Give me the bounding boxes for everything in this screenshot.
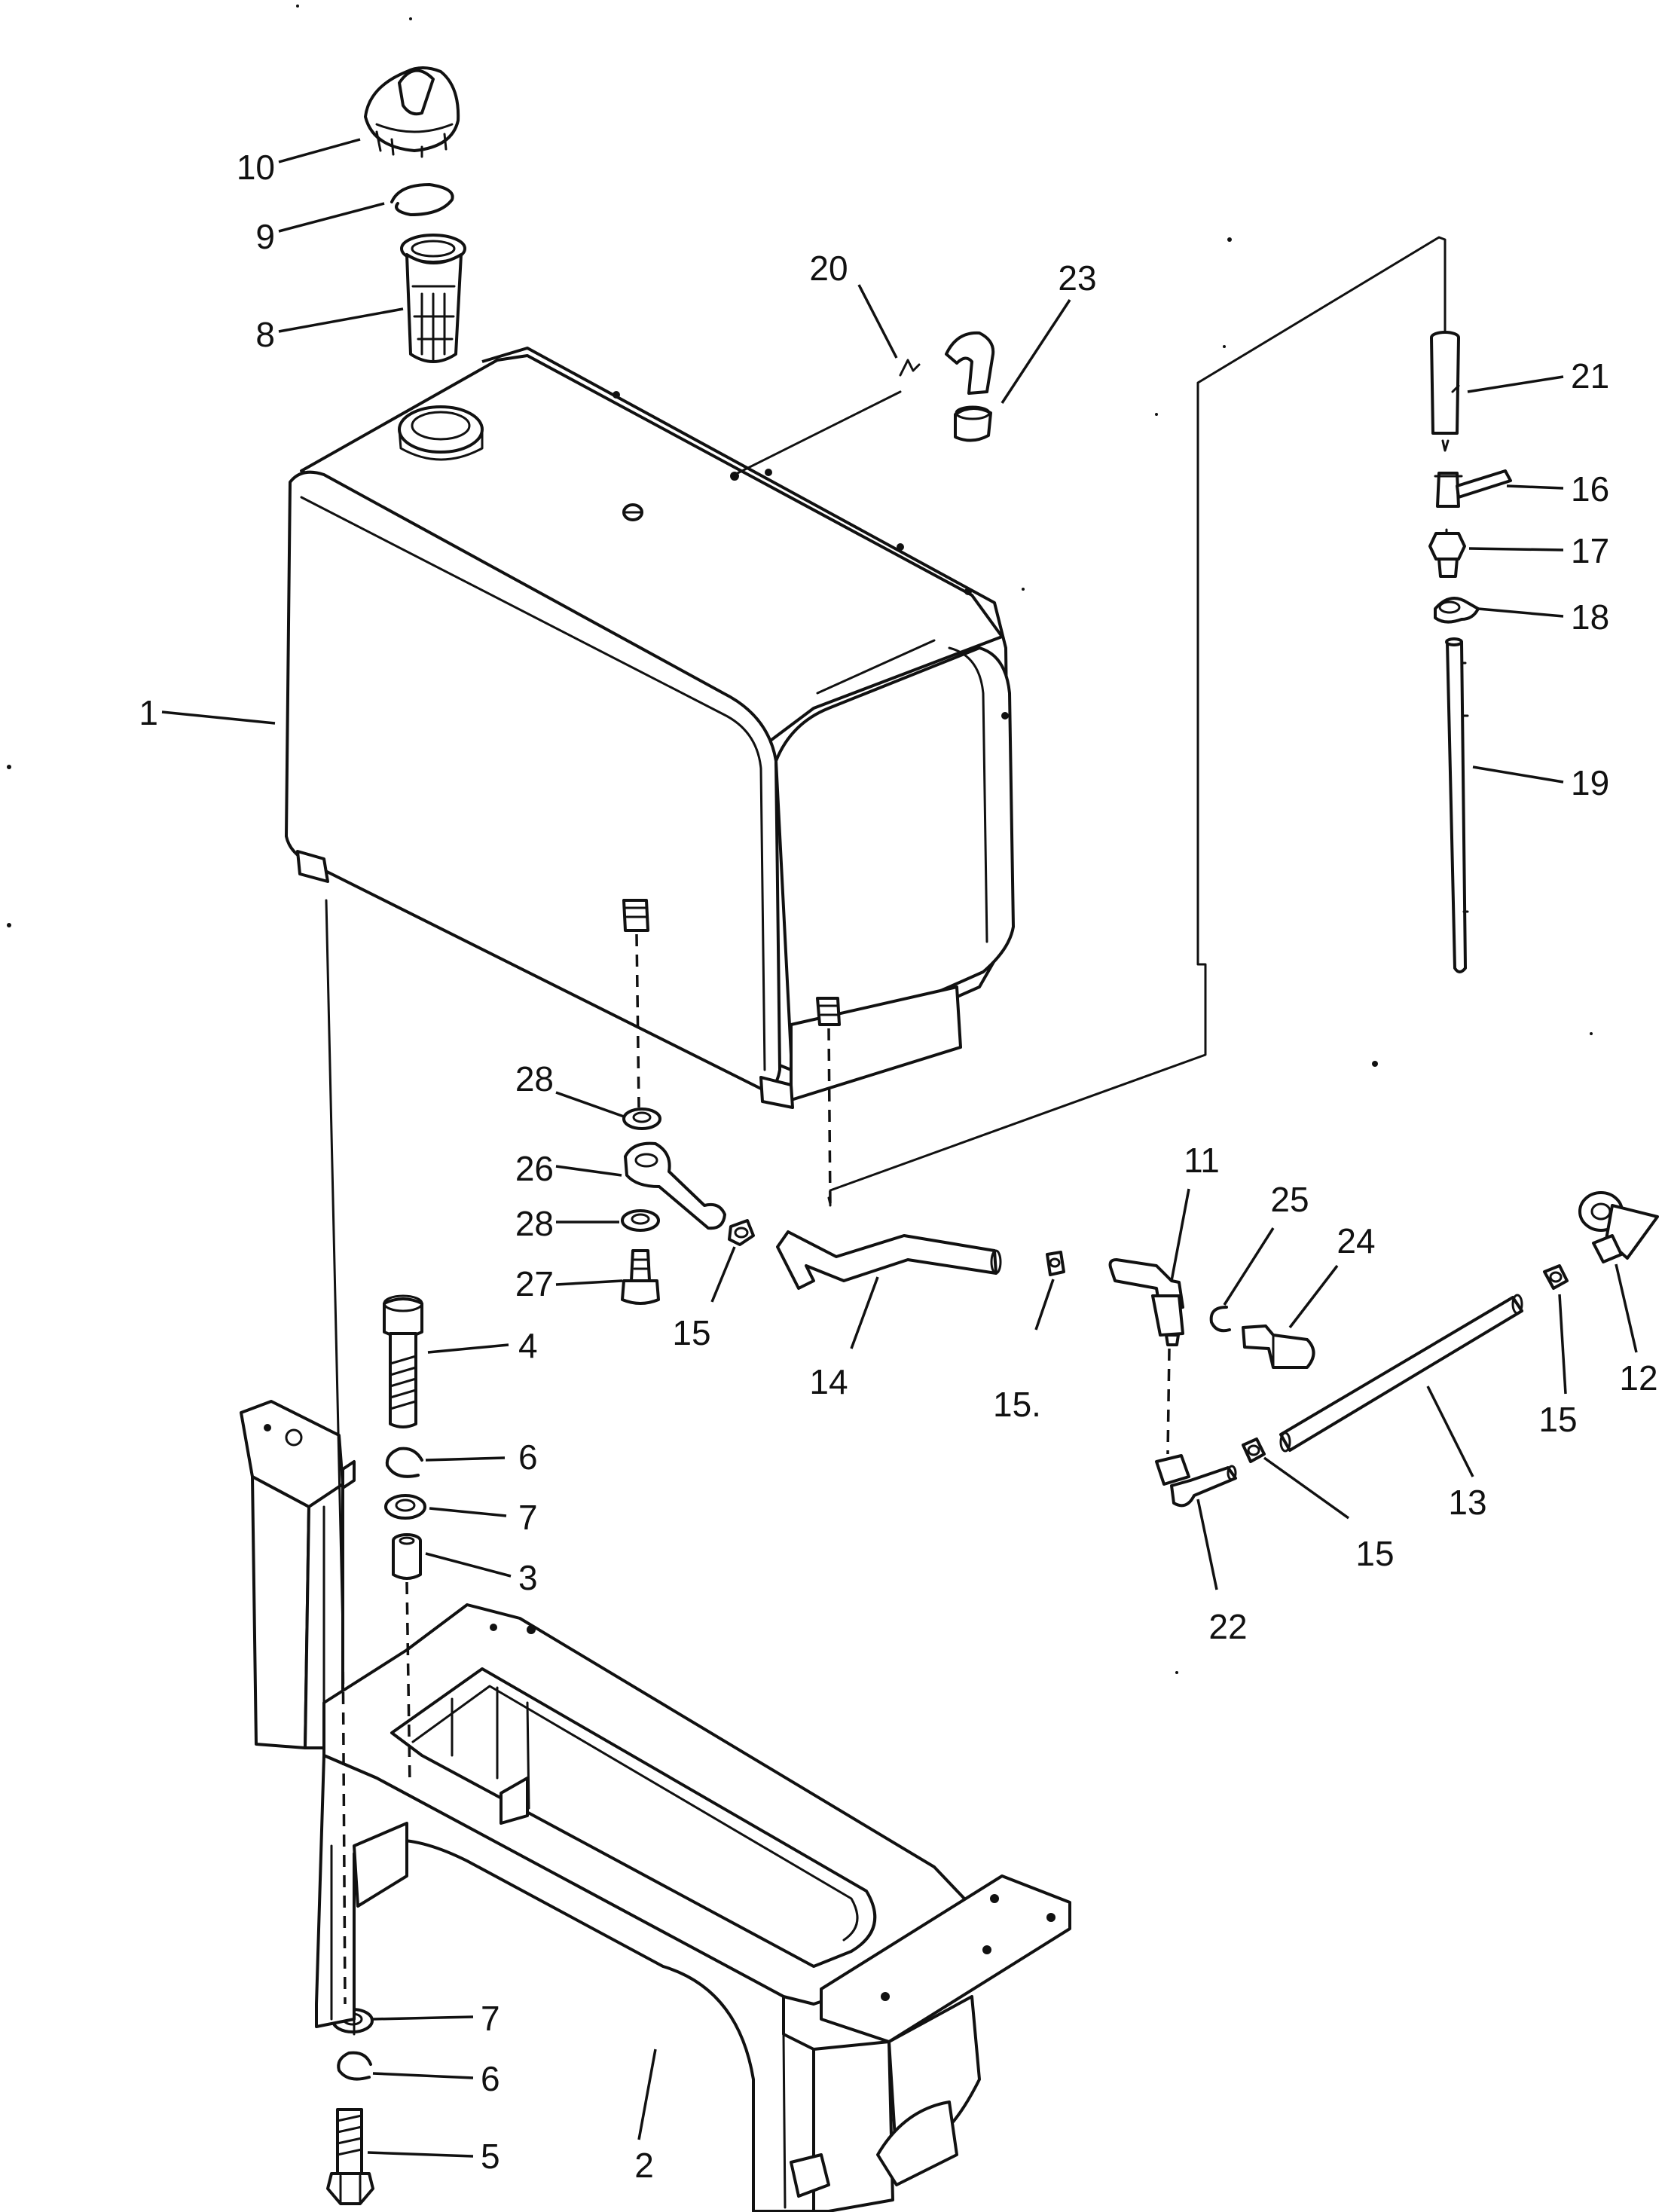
callout-11: 11 — [1184, 1141, 1220, 1180]
callout-20: 20 — [809, 249, 848, 288]
callout-28-upper: 28 — [515, 1059, 554, 1098]
callout-18: 18 — [1571, 597, 1609, 637]
lock-washer-upper — [385, 1447, 423, 1478]
valve-plug — [1242, 1324, 1315, 1369]
tank-mounting-frame — [240, 1400, 1071, 2212]
scan-specks — [7, 5, 1593, 1674]
filler-cap — [364, 66, 460, 158]
lock-washer-lower — [337, 2051, 372, 2081]
callout-labels: 10 9 8 1 20 23 21 16 17 18 19 28 26 28 2… — [139, 148, 1657, 2185]
fuel-tank — [285, 347, 1015, 1109]
callout-4: 4 — [518, 1326, 538, 1365]
callout-26: 26 — [515, 1149, 554, 1188]
drain-tube — [1279, 1294, 1523, 1453]
callout-14: 14 — [809, 1362, 848, 1401]
hose-clamp-d — [1543, 1264, 1569, 1290]
callout-21: 21 — [1571, 356, 1609, 396]
callout-7-upper: 7 — [518, 1498, 538, 1537]
hose-clamp — [1434, 597, 1480, 624]
callout-23: 23 — [1058, 258, 1096, 298]
assembly-lines — [325, 236, 1447, 2005]
fuel-hose — [776, 1230, 1002, 1290]
callout-10: 10 — [237, 148, 275, 187]
callout-28-lower: 28 — [515, 1204, 554, 1243]
callout-9: 9 — [255, 217, 275, 256]
banjo-bolt — [621, 1249, 660, 1305]
level-hose — [1445, 637, 1469, 973]
drain-cock — [1434, 469, 1512, 508]
hose-clamp-b — [1046, 1251, 1065, 1276]
callout-27: 27 — [515, 1264, 554, 1303]
callout-15-b: 15. — [993, 1385, 1041, 1424]
adapter-fitting — [1428, 528, 1466, 578]
callout-24: 24 — [1337, 1221, 1375, 1260]
callout-6-upper: 6 — [518, 1437, 538, 1477]
strainer — [400, 234, 466, 363]
callout-15-c: 15 — [1355, 1534, 1394, 1573]
callout-25: 25 — [1270, 1180, 1309, 1219]
copper-washer-lower — [621, 1209, 660, 1232]
callout-7-lower: 7 — [481, 1999, 500, 2038]
snap-ring — [390, 183, 454, 216]
callout-19: 19 — [1571, 763, 1609, 802]
elbow-fitting — [1155, 1454, 1237, 1508]
spacer-collar — [392, 1533, 422, 1580]
leader-lines — [161, 138, 1638, 2158]
callout-6-lower: 6 — [481, 2059, 500, 2098]
mounting-bolt — [383, 1294, 423, 1428]
callout-12: 12 — [1619, 1358, 1657, 1398]
banjo-fitting — [624, 1141, 726, 1230]
copper-washer-upper — [622, 1108, 661, 1130]
callout-2: 2 — [634, 2146, 654, 2185]
callout-15-d: 15 — [1538, 1400, 1577, 1439]
callout-17: 17 — [1571, 531, 1609, 570]
hose-clamp-c — [1242, 1437, 1266, 1463]
plain-washer-upper — [384, 1494, 426, 1520]
tube-fitting — [1578, 1191, 1659, 1263]
retaining-ring — [1209, 1306, 1231, 1333]
callout-13: 13 — [1448, 1483, 1486, 1522]
frame-bolt — [326, 2108, 374, 2205]
callout-3: 3 — [518, 1558, 538, 1597]
callout-1: 1 — [139, 693, 158, 732]
callout-16: 16 — [1571, 469, 1609, 509]
hose-clamp-a — [728, 1219, 755, 1246]
drain-valve — [1108, 1258, 1184, 1346]
callout-5: 5 — [481, 2137, 500, 2176]
grommet — [954, 405, 992, 442]
level-gauge-pipe — [1430, 331, 1460, 452]
callout-22: 22 — [1208, 1607, 1247, 1646]
hose-elbow — [899, 331, 995, 395]
callout-8: 8 — [255, 315, 275, 354]
callout-15-a: 15 — [672, 1313, 710, 1352]
